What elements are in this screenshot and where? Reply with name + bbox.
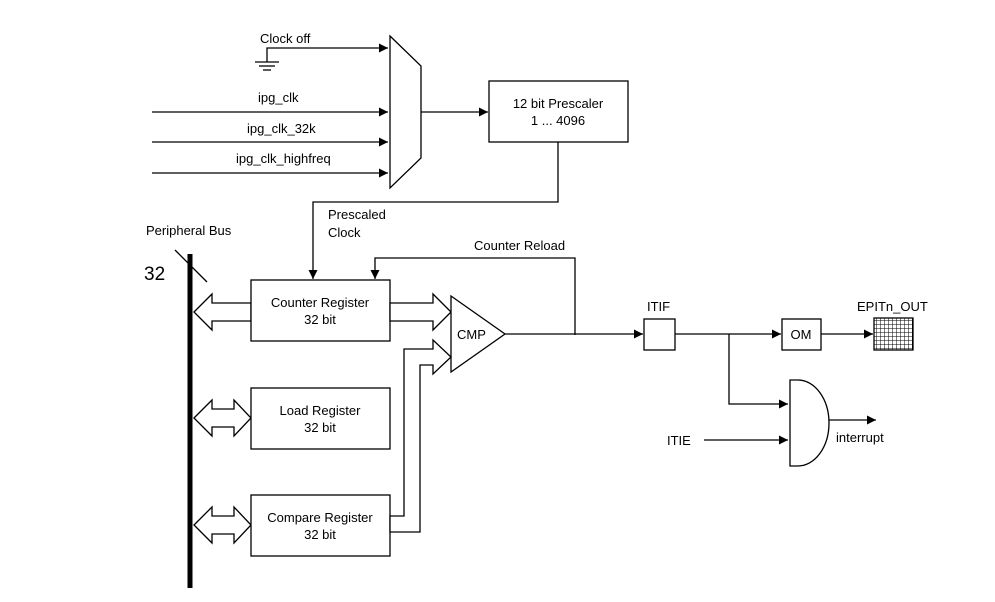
load-bus-arrow (193, 398, 252, 438)
load-register-width: 32 bit (304, 420, 336, 435)
clock-off-label: Clock off (260, 31, 311, 46)
prescaler-title: 12 bit Prescaler (513, 96, 604, 111)
counter-register-title: Counter Register (271, 295, 370, 310)
prescaled-clock-label-2: Clock (328, 225, 361, 240)
prescaled-clock-label-1: Prescaled (328, 207, 386, 222)
clock-mux (389, 34, 422, 190)
counter-to-cmp-arrow (389, 292, 452, 332)
om-box (781, 318, 822, 351)
prescaler-range: 1 ... 4096 (531, 113, 585, 128)
ipg-clk-label: ipg_clk (258, 90, 299, 105)
prescaled-clock-wire (308, 142, 559, 279)
counter-register-width: 32 bit (304, 312, 336, 327)
ipg-clk-32k-label: ipg_clk_32k (247, 121, 316, 136)
compare-to-cmp-arrow (389, 338, 452, 533)
compare-register-width: 32 bit (304, 527, 336, 542)
epit-out-pin (873, 317, 914, 351)
counter-bus-arrow (193, 292, 252, 332)
compare-register-title: Compare Register (267, 510, 373, 525)
ipg-clk-highfreq-label: ipg_clk_highfreq (236, 151, 331, 166)
peripheral-bus-label: Peripheral Bus (146, 223, 232, 238)
om-label: OM (791, 327, 812, 342)
prescaler-box (488, 80, 629, 143)
compare-register-box (250, 494, 391, 557)
bus-width-label: 32 (144, 264, 165, 285)
interrupt-and-gate (789, 379, 830, 467)
interrupt-label: interrupt (836, 430, 884, 445)
counter-reload-wire (370, 257, 576, 335)
compare-bus-arrow (193, 505, 252, 545)
itif-to-and-wire (728, 334, 788, 409)
epit-out-label: EPITn_OUT (857, 299, 928, 314)
counter-register-box (250, 279, 391, 342)
itif-flag-box (643, 318, 676, 351)
counter-reload-label: Counter Reload (474, 238, 565, 253)
itie-label: ITIE (667, 433, 691, 448)
load-register-title: Load Register (280, 403, 362, 418)
cmp-label: CMP (457, 327, 486, 342)
load-register-box (250, 387, 391, 450)
clock-off-ground (255, 43, 388, 71)
cmp-comparator (450, 294, 507, 374)
itif-label: ITIF (647, 299, 670, 314)
